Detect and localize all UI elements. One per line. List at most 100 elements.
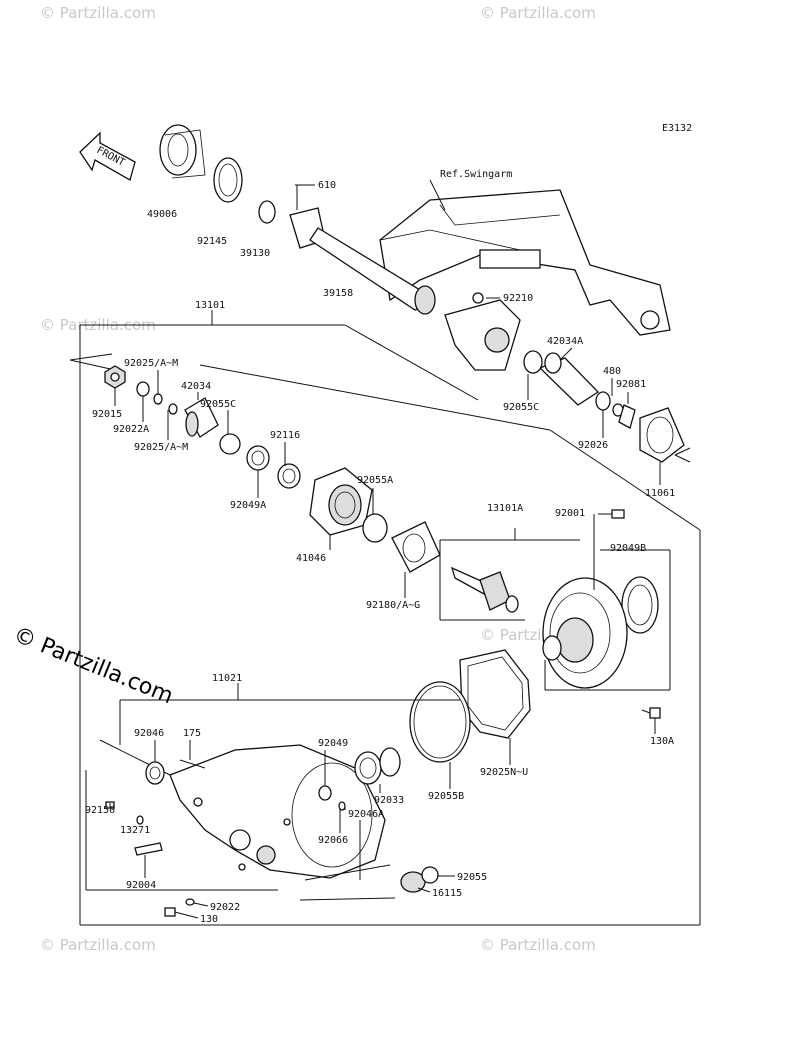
part-label: 92145: [197, 236, 227, 247]
part-label: 92210: [503, 293, 533, 304]
gasket-11061: [639, 407, 691, 463]
part-label: 39130: [240, 248, 270, 259]
watermark-main: © Partzilla.com: [10, 622, 177, 709]
stud-175: [179, 759, 206, 769]
o-ring-92055C-b: [523, 350, 543, 374]
o-ring-92055A: [362, 513, 388, 543]
seal-92049A: [246, 445, 270, 471]
part-label: 13101: [195, 300, 225, 311]
bolt-92210: [472, 292, 484, 304]
part-label: 92055B: [428, 791, 464, 802]
seal-92049B: [621, 576, 659, 634]
part-label: 11021: [212, 673, 242, 684]
part-number-labels: 49006 92145 39130 610 39158 92210 13101 …: [85, 180, 675, 925]
stud-92004: [134, 842, 163, 856]
bearing-92049: [318, 785, 332, 801]
part-label: 92033: [374, 795, 404, 806]
shim-92025: [153, 393, 163, 405]
watermark-text: © Partzilla.com: [480, 4, 596, 22]
bearing-92116: [277, 463, 301, 489]
part-label: 92001: [555, 508, 585, 519]
spring-92081: [618, 404, 636, 429]
part-label: 130: [200, 914, 218, 925]
drive-shaft-39158: [289, 207, 436, 315]
watermark-text: © Partzilla.com: [40, 936, 156, 954]
part-label: 92150: [85, 805, 115, 816]
part-label: 11061: [645, 488, 675, 499]
o-ring-13271: [136, 815, 144, 825]
watermark-text: © Partzilla.com: [40, 4, 156, 22]
part-label: 92025/A~M: [134, 442, 188, 453]
part-label: 92022: [210, 902, 240, 913]
gear-case-11021: [99, 683, 460, 879]
part-label: 92116: [270, 430, 300, 441]
part-label: 92055: [457, 872, 487, 883]
gasket-92180: [391, 521, 441, 573]
cap-16115: [400, 866, 439, 893]
leader-lines: [109, 347, 661, 919]
housing-41046: [309, 467, 373, 536]
watermark-layer: © Partzilla.com © Partzilla.com © Partzi…: [40, 4, 596, 954]
diagram-code: E3132: [662, 123, 692, 134]
pinion-gear-13101A: [439, 528, 580, 621]
part-label: 42034: [181, 381, 211, 392]
coupling-42034: [184, 397, 219, 438]
part-label: 92049A: [230, 500, 266, 511]
part-label: 480: [603, 366, 621, 377]
o-ring-92055C: [219, 433, 241, 455]
circlip: [379, 747, 401, 777]
washer-92022: [185, 898, 195, 906]
ref-swingarm-label: Ref.Swingarm: [440, 169, 512, 180]
part-label: 92022A: [113, 424, 149, 435]
part-label: 92004: [126, 880, 156, 891]
part-label: 13101A: [487, 503, 523, 514]
part-label: 41046: [296, 553, 326, 564]
part-label: 92015: [92, 409, 122, 420]
washer-92022A: [136, 381, 150, 397]
part-label: 92026: [578, 440, 608, 451]
swingarm-drawing: [379, 179, 671, 336]
nut-92015: [104, 365, 126, 389]
damper-39130: [258, 200, 276, 224]
part-label: 42034A: [547, 336, 583, 347]
bearing-92033: [354, 751, 382, 785]
part-label: 92055A: [357, 475, 393, 486]
bolt-92001: [598, 509, 625, 519]
part-label: 92081: [616, 379, 646, 390]
part-label: 49006: [147, 209, 177, 220]
part-label: 16115: [432, 888, 462, 899]
part-label: 13271: [120, 825, 150, 836]
part-label: 130A: [650, 736, 674, 747]
part-label: 175: [183, 728, 201, 739]
part-label: 92046A: [348, 809, 384, 820]
washer-92026: [595, 391, 611, 411]
housing-flange: [444, 299, 521, 371]
part-label: 92049: [318, 738, 348, 749]
housing-bore: [484, 327, 510, 353]
sleeve-42034A: [538, 352, 600, 406]
bearing-92046: [145, 761, 165, 785]
part-label: 92025N~U: [480, 767, 528, 778]
front-arrow-icon: FRONT: [79, 131, 136, 181]
o-ring-92055B: [409, 681, 471, 763]
part-label: 92046: [134, 728, 164, 739]
watermark-text: © Partzilla.com: [480, 936, 596, 954]
assembly-bracket-13101: [79, 310, 701, 926]
part-label: 92055C: [503, 402, 539, 413]
part-label: 92180/A~G: [366, 600, 420, 611]
part-label: 39158: [323, 288, 353, 299]
part-label: 610: [318, 180, 336, 191]
boot-49006: [159, 124, 206, 179]
part-label: 92066: [318, 835, 348, 846]
bolt-130: [164, 907, 176, 917]
clamp-92145: [213, 157, 243, 203]
gasket-92025NU: [459, 649, 531, 739]
ring-gear: [542, 577, 628, 689]
part-label: 92055C: [200, 399, 236, 410]
part-label: 92025/A~M: [124, 358, 178, 369]
shim-92025-b: [168, 403, 178, 415]
bolt-130A: [641, 707, 661, 719]
part-label: 92049B: [610, 543, 646, 554]
